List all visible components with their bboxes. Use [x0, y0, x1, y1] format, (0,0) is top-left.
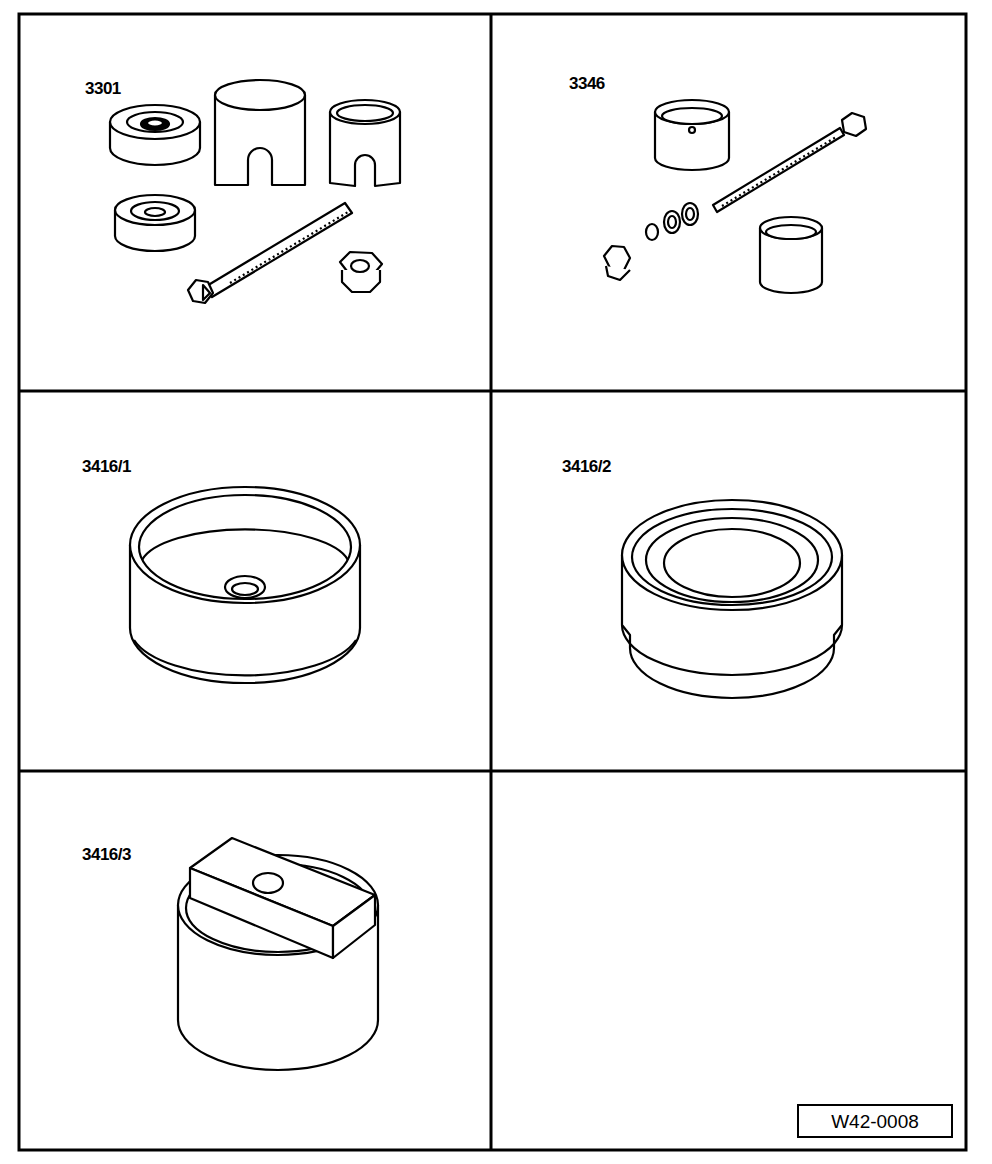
drawing-number-box: W42-0008: [797, 1104, 953, 1138]
grid: [19, 14, 966, 1150]
tool-cell: 3416/3: [19, 771, 491, 1150]
tool-number: 3416/1: [82, 458, 131, 475]
tool-cell: 3416/2: [491, 391, 966, 771]
tool-number: 3416/2: [562, 458, 611, 475]
tool-cell: 3301: [19, 14, 491, 391]
tool-number: 3346: [569, 75, 605, 92]
tool-cell: 3416/1: [19, 391, 491, 771]
tool-cell: 3346: [491, 14, 966, 391]
tool-number: 3416/3: [82, 846, 131, 863]
drawing-number: W42-0008: [831, 1112, 919, 1131]
tool-drawings: [110, 80, 866, 1070]
tool-number: 3301: [85, 80, 121, 97]
